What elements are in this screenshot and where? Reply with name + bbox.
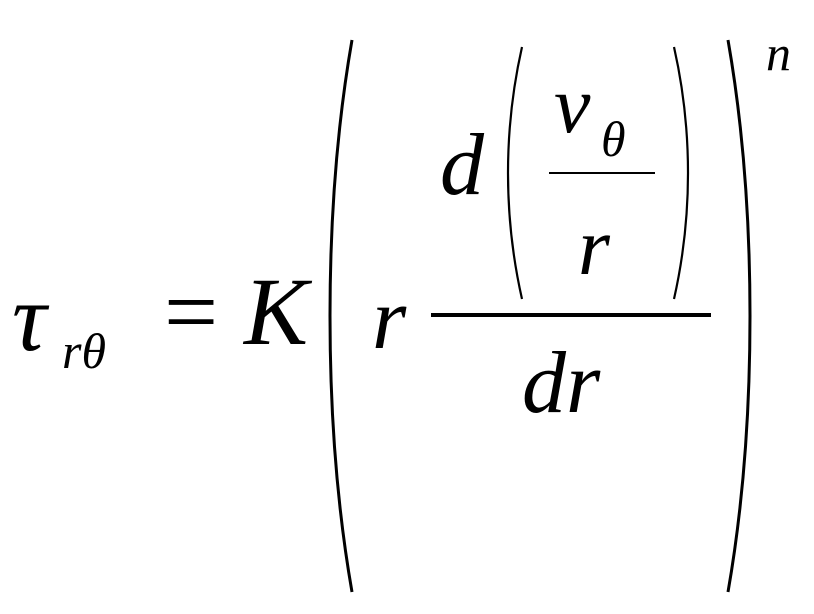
tau-subscript: rθ bbox=[62, 323, 107, 379]
outer-left-paren bbox=[328, 39, 354, 593]
denominator-dr: dr bbox=[522, 335, 601, 432]
outer-right-paren bbox=[726, 39, 752, 593]
exponent-n: n bbox=[766, 25, 791, 81]
inner-left-paren bbox=[506, 46, 524, 300]
velocity-subscript-theta: θ bbox=[601, 111, 626, 167]
inner-right-paren bbox=[672, 46, 690, 300]
inner-fraction-bar bbox=[549, 172, 655, 174]
coefficient-k: K bbox=[244, 258, 309, 365]
multiplier-r: r bbox=[372, 271, 407, 368]
equals-sign: = bbox=[164, 258, 219, 365]
inner-denominator-r: r bbox=[578, 201, 610, 292]
tau-symbol: τ bbox=[12, 264, 47, 371]
velocity-v: v bbox=[554, 59, 591, 150]
outer-fraction-bar bbox=[431, 313, 711, 317]
derivative-d-top: d bbox=[440, 117, 484, 214]
